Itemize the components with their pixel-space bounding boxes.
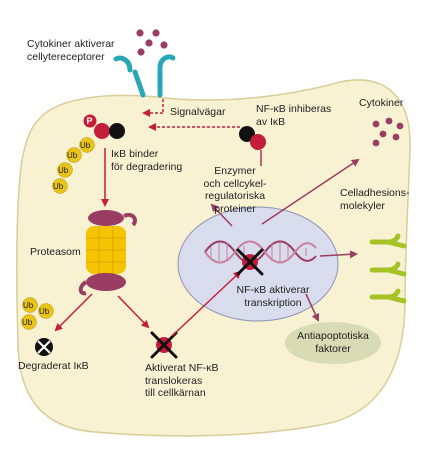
cytokines-top [136, 29, 168, 56]
cytokines-secreted [372, 117, 404, 147]
arrow-into-nucleus [171, 270, 242, 337]
ubiquitin-label: Ub [80, 141, 91, 150]
proteasome [78, 210, 137, 296]
phospho-label: P [86, 116, 93, 126]
ubiquitin-label: Ub [23, 301, 34, 310]
arrow-to-activated [117, 295, 150, 329]
label-cytokines-out: Cytokiner [359, 97, 404, 109]
arrow-to-enzymes [210, 203, 233, 227]
ubiquitin-chain [52, 137, 95, 194]
arrow-to-antiapoptotic [305, 293, 320, 322]
label-degraded-ikb: Degraderat IκB [18, 360, 89, 372]
antiapoptotic-factors-shape [285, 322, 381, 364]
ubiquitin-label: Ub [53, 182, 64, 191]
free-ubiquitins [21, 297, 54, 330]
arrow-to-cytokines [261, 158, 360, 225]
ubiquitin-label: Ub [39, 307, 50, 316]
label-cell-adhesion: Celladhesions-molekyler [340, 187, 410, 212]
phospho-marker [83, 114, 97, 128]
cell-surface-receptors [113, 54, 176, 98]
ubiquitin-label: Ub [22, 318, 33, 327]
ikb-nfkb-complex-left [83, 114, 125, 139]
arrow-to-degraded [54, 293, 93, 332]
ikb-nfkb-complex-right [239, 126, 266, 150]
nucleus-nfkb [236, 248, 264, 276]
activated-nfkb [150, 331, 178, 359]
dna-helix [204, 240, 317, 264]
ubiquitin-label: Ub [58, 166, 69, 175]
label-proteasome: Proteasom [30, 246, 81, 258]
ubiquitin-label: Ub [67, 151, 78, 160]
degraded-ikb [35, 338, 53, 356]
cell-adhesion-molecules [369, 233, 407, 304]
label-signal-paths: Signalvägar [170, 106, 226, 118]
arrow-to-adhesion [319, 250, 358, 259]
